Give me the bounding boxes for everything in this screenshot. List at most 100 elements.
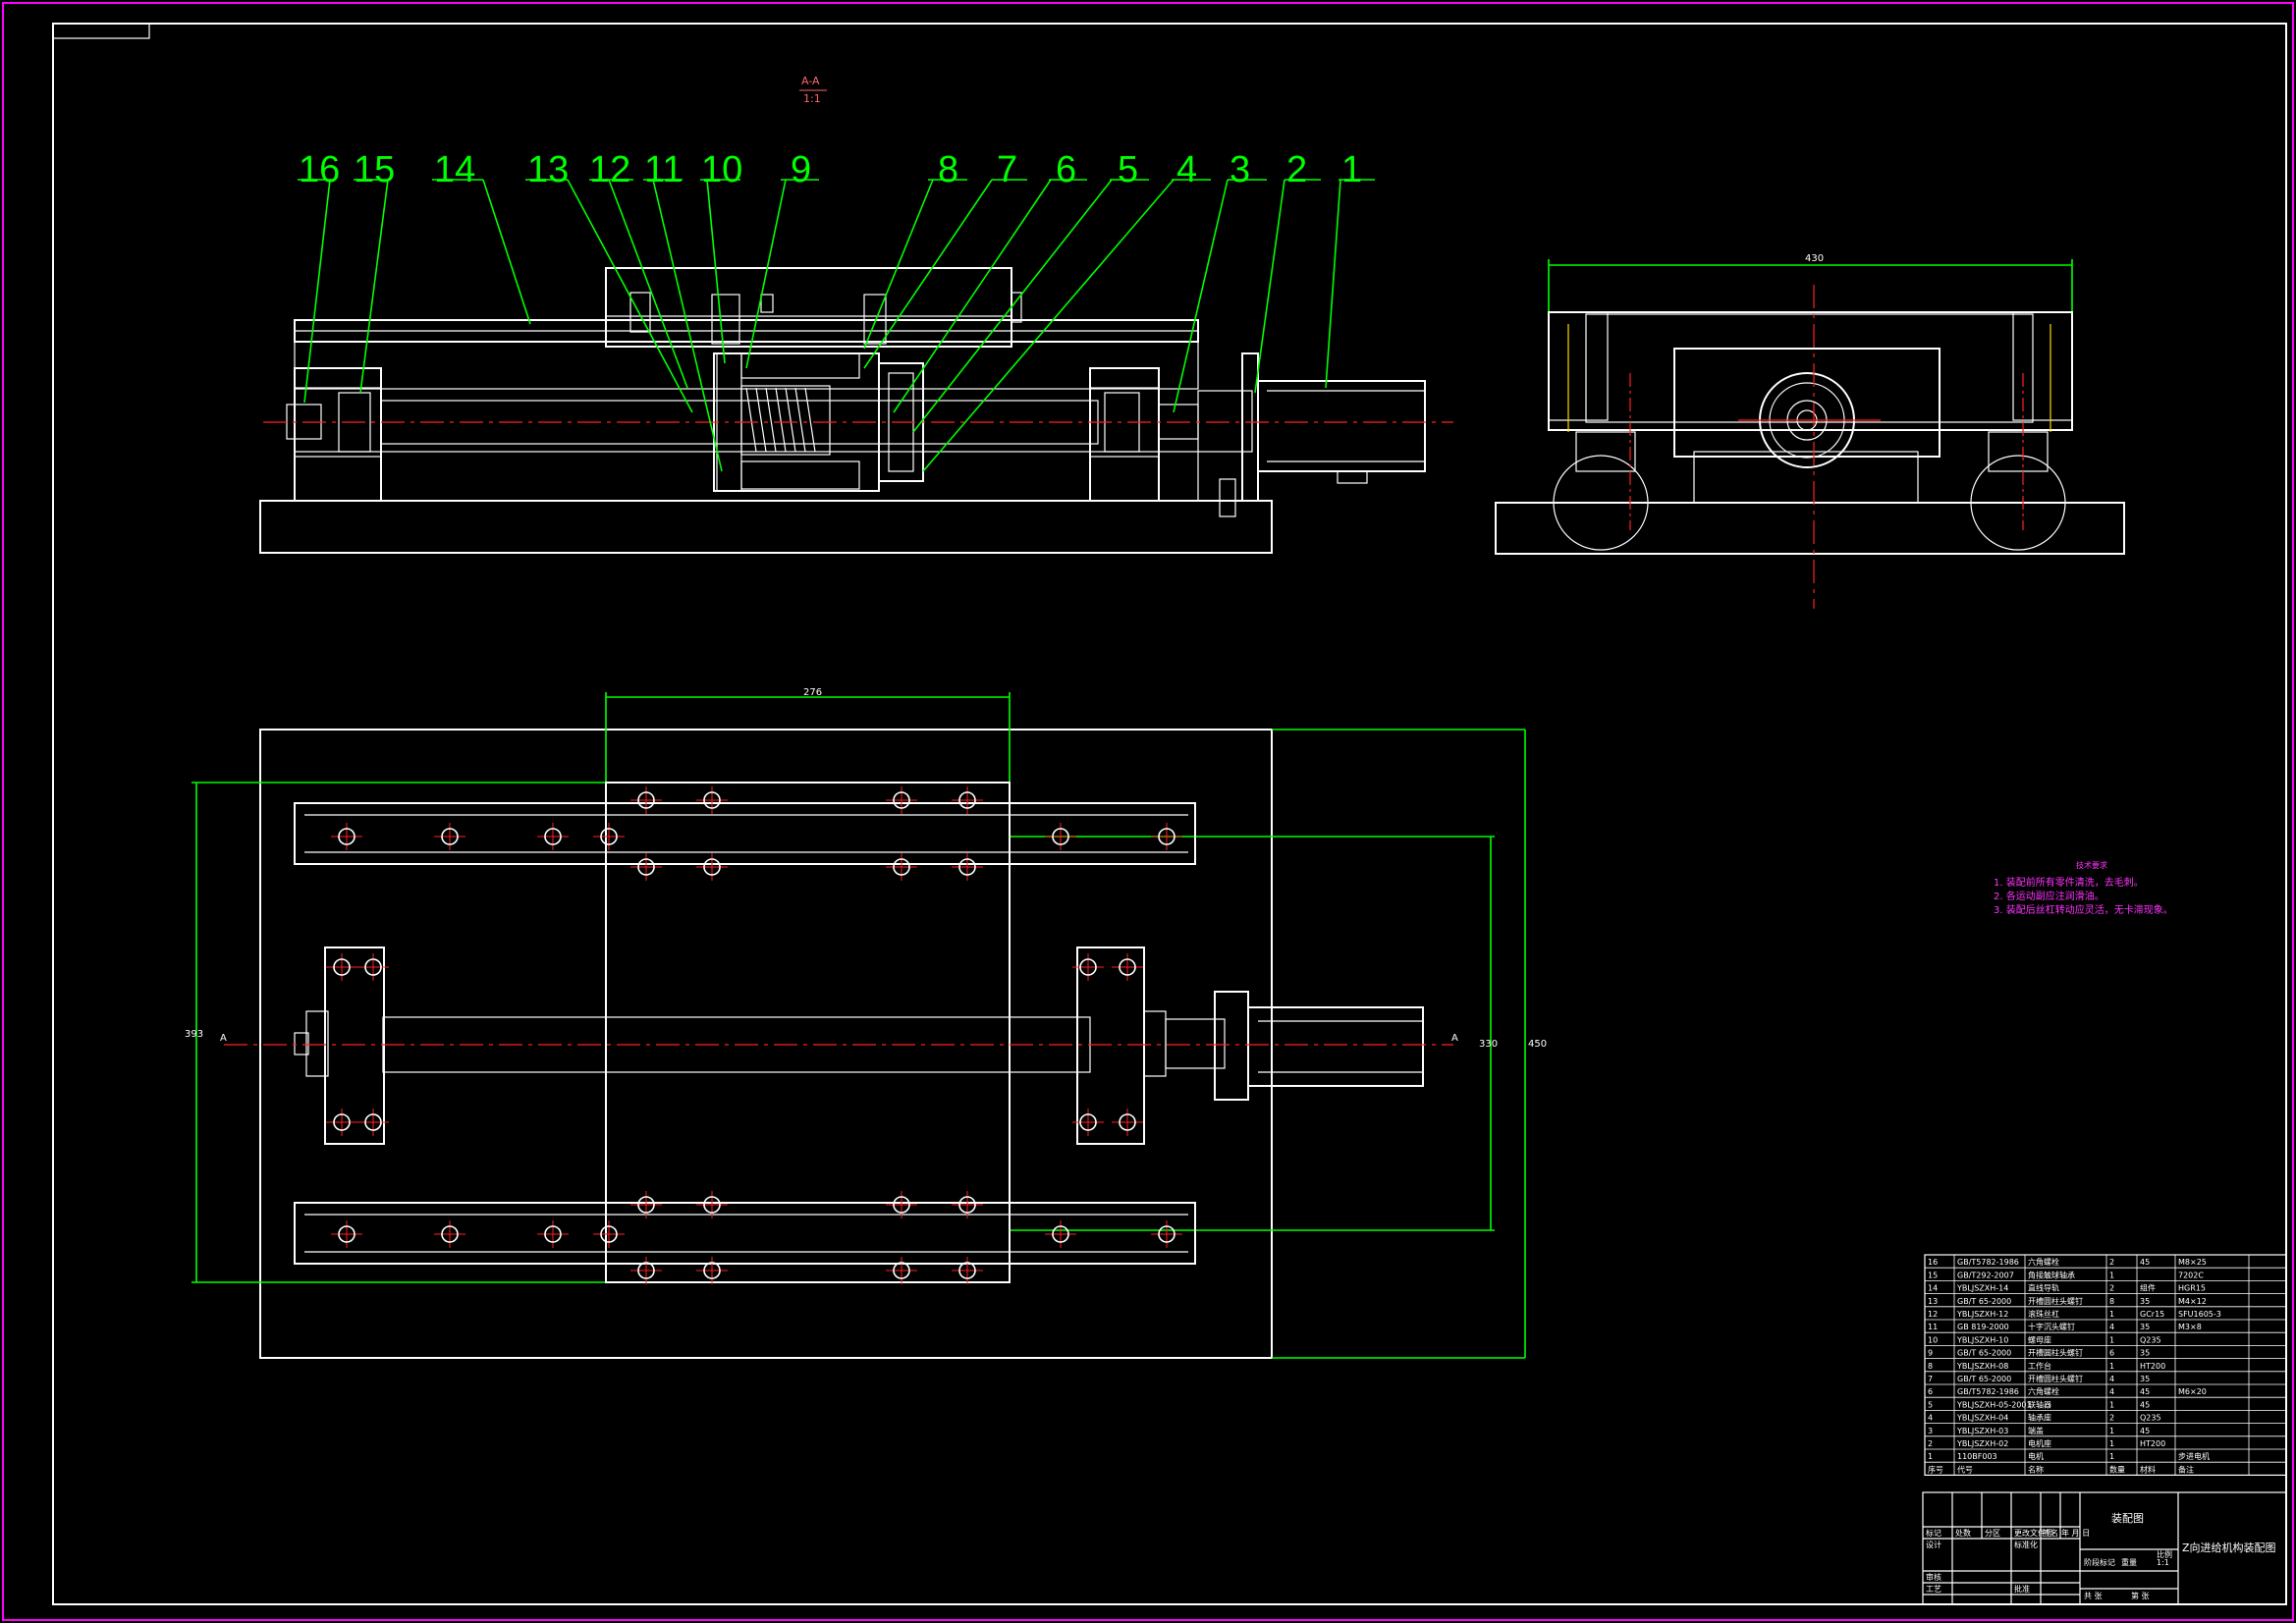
coupling-5 bbox=[1197, 390, 1253, 453]
bom-cell: 1 bbox=[2109, 1335, 2114, 1344]
plan-bearing-left-boss bbox=[305, 1010, 329, 1077]
bom-cell: 35 bbox=[2140, 1297, 2150, 1306]
balloon-12: 12 bbox=[589, 149, 630, 190]
mounting-hole bbox=[593, 1220, 625, 1248]
balloon-1: 1 bbox=[1341, 149, 1362, 190]
mounting-hole bbox=[1151, 823, 1182, 850]
tb-label-8: 审核 bbox=[1926, 1572, 1941, 1582]
plan-dim-span: 330 bbox=[1479, 1039, 1498, 1050]
bom-cell: YBLJSZXH-05-2001 bbox=[1956, 1400, 2032, 1409]
tb-label-12: 重量 bbox=[2121, 1557, 2137, 1567]
mounting-hole bbox=[1151, 1220, 1182, 1248]
mounting-hole bbox=[630, 1191, 662, 1218]
bom-cell: 4 bbox=[2109, 1375, 2114, 1383]
bom-cell: 35 bbox=[2140, 1323, 2150, 1331]
section-scale: 1:1 bbox=[803, 92, 821, 105]
bom-cell: 15 bbox=[1928, 1271, 1938, 1279]
bom-cell: 35 bbox=[2140, 1349, 2150, 1358]
front-section-view: 16 15 14 13 12 11 10 9 8 7 6 5 4 3 2 1 bbox=[259, 149, 1453, 554]
balloon-16: 16 bbox=[299, 149, 340, 190]
plan-view: 450 276 393 330 bbox=[185, 687, 1547, 1359]
slider-right bbox=[1988, 431, 2049, 472]
bom-cell: 轴承座 bbox=[2028, 1413, 2051, 1423]
bom-cell: 45 bbox=[2140, 1400, 2150, 1409]
tb-label-0: 标记 bbox=[1926, 1528, 1941, 1538]
tb-label-4: 签名 bbox=[2043, 1528, 2058, 1538]
mounting-hole bbox=[952, 1191, 983, 1218]
scale-value: 1:1 bbox=[2157, 1558, 2169, 1567]
bom-header-cell: 名称 bbox=[2028, 1464, 2044, 1474]
project-title: Z向进给机构装配图 bbox=[2182, 1541, 2276, 1554]
bom-cell: 电机座 bbox=[2028, 1438, 2051, 1448]
mounting-hole bbox=[1045, 823, 1076, 850]
plan-base bbox=[259, 729, 1273, 1359]
bom-cell: 电机 bbox=[2028, 1451, 2044, 1461]
bom-cell: 6 bbox=[2109, 1349, 2114, 1358]
mounting-hole bbox=[1072, 953, 1104, 981]
corner-tag bbox=[52, 23, 150, 39]
bom-cell: HT200 bbox=[2140, 1362, 2165, 1371]
bom-cell: 8 bbox=[1928, 1362, 1933, 1371]
bom-cell: 7202C bbox=[2178, 1271, 2204, 1279]
bom-cell: Q235 bbox=[2140, 1414, 2161, 1423]
slider-left bbox=[1575, 431, 1636, 472]
title-block: 装配图 Z向进给机构装配图 1:1 标记 处数 分区 更改文件号 签名 年 月 … bbox=[1922, 1491, 2287, 1605]
bom-cell: GB/T 65-2000 bbox=[1957, 1297, 2011, 1306]
mounting-hole bbox=[886, 1257, 917, 1284]
notes-line-2: 2. 各运动副应注润滑油。 bbox=[1994, 890, 2105, 902]
bom-cell: GB/T5782-1986 bbox=[1957, 1258, 2019, 1267]
bom-cell: 直线导轨 bbox=[2028, 1283, 2059, 1293]
bom-cell: 45 bbox=[2140, 1427, 2150, 1435]
bom-cell: YBLJSZXH-03 bbox=[1956, 1427, 2008, 1435]
plan-motor-mount bbox=[1214, 991, 1249, 1101]
bom-cell: YBLJSZXH-04 bbox=[1956, 1414, 2008, 1423]
bom-cell: 1 bbox=[1928, 1452, 1933, 1461]
bom-cell: YBLJSZXH-12 bbox=[1956, 1310, 2008, 1319]
plan-coupling bbox=[1165, 1018, 1226, 1069]
bom-cell: GB/T 65-2000 bbox=[1957, 1375, 2011, 1383]
tb-label-6: 设计 bbox=[1926, 1540, 1941, 1549]
side-table-inner bbox=[1585, 313, 2034, 423]
plan-rail-top bbox=[294, 802, 1196, 865]
mounting-hole bbox=[434, 823, 465, 850]
mounting-holes bbox=[326, 786, 1182, 1284]
bom-cell: 工作台 bbox=[2028, 1361, 2051, 1371]
side-table bbox=[1548, 311, 2073, 431]
bom-cell: 14 bbox=[1928, 1284, 1938, 1293]
mounting-hole bbox=[1072, 1109, 1104, 1136]
side-base bbox=[1495, 502, 2125, 555]
mounting-hole bbox=[326, 953, 357, 981]
bom-cell: 端盖 bbox=[2028, 1426, 2044, 1435]
bom-cell: 3 bbox=[1928, 1427, 1933, 1435]
bom-cell: 六角螺栓 bbox=[2028, 1386, 2059, 1396]
nut-top-hatch bbox=[740, 352, 860, 379]
side-dimension: 430 bbox=[1805, 253, 1824, 264]
bom-cell: 1 bbox=[2109, 1452, 2114, 1461]
mounting-hole bbox=[357, 1109, 389, 1136]
notes-title: 技术要求 bbox=[2076, 860, 2107, 870]
mounting-hole bbox=[696, 1257, 728, 1284]
bom-cell: 1 bbox=[2109, 1362, 2114, 1371]
mounting-hole bbox=[434, 1220, 465, 1248]
plan-carriage bbox=[605, 782, 1011, 1283]
bom-cell: 2 bbox=[2109, 1414, 2114, 1423]
mounting-hole bbox=[630, 853, 662, 881]
bom-cell: M3×8 bbox=[2178, 1323, 2202, 1331]
mounting-hole bbox=[326, 1109, 357, 1136]
bom-cell: 2 bbox=[1928, 1439, 1933, 1448]
bom-cell: M4×12 bbox=[2178, 1297, 2207, 1306]
balloon-14: 14 bbox=[434, 149, 475, 190]
bom-cell: 45 bbox=[2140, 1387, 2150, 1396]
mounting-hole bbox=[886, 786, 917, 814]
side-hatch-left bbox=[1548, 311, 1609, 421]
bom-header-cell: 序号 bbox=[1928, 1464, 1943, 1474]
bom-cell: 11 bbox=[1928, 1323, 1938, 1331]
section-label: A-A bbox=[801, 75, 820, 87]
mounting-hole bbox=[331, 1220, 362, 1248]
bom-header-cell: 材料 bbox=[2140, 1464, 2156, 1474]
balloon-6: 6 bbox=[1056, 149, 1076, 190]
bom-header-cell: 备注 bbox=[2178, 1464, 2194, 1474]
